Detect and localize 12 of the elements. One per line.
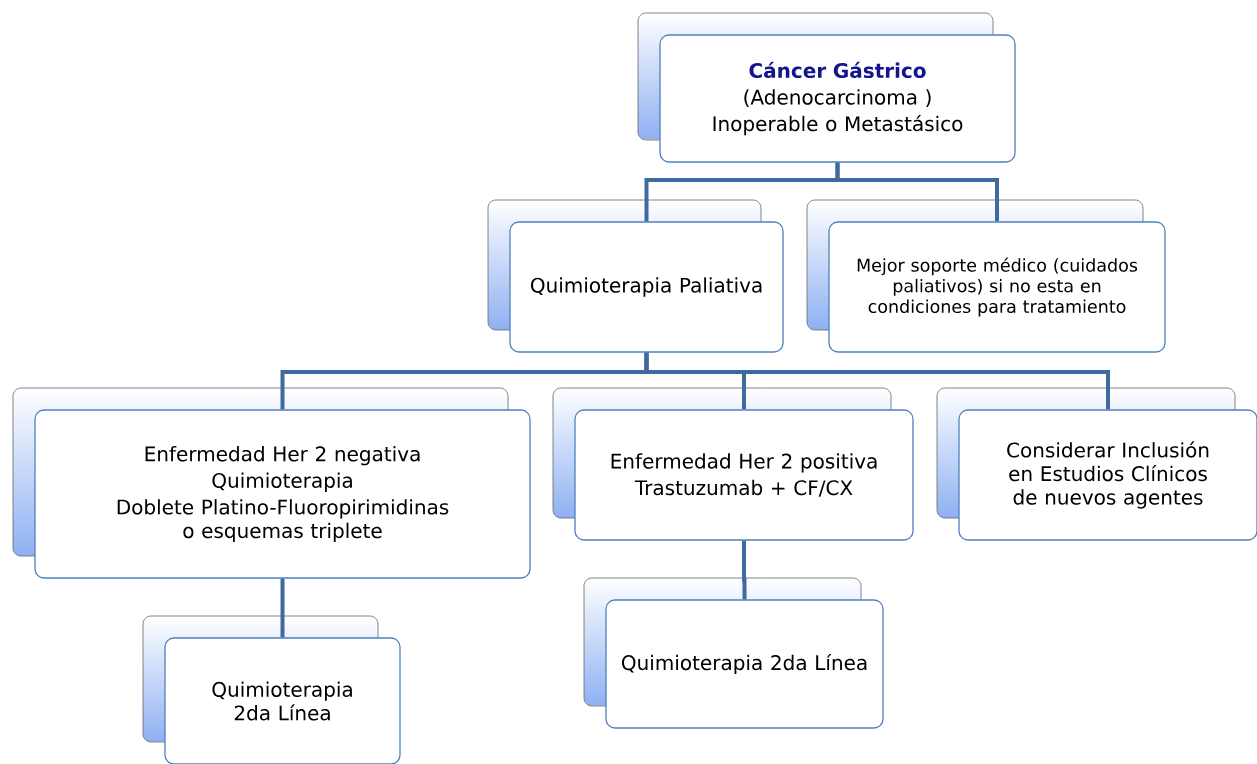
process-box: Considerar Inclusión en Estudios Clínicos de nuevos agentes xyxy=(958,409,1257,541)
process-box: Enfermedad Her 2 negativa Quimioterapia Doblete Platino-Fluoropirimidinas o esquemas triplete xyxy=(34,409,531,579)
process-box: Mejor soporte médico (cuidados paliativos) si no esta en condiciones para tratamiento xyxy=(828,221,1166,353)
process-box: Quimioterapia 2da Línea xyxy=(164,637,401,764)
process-box: Quimioterapia Paliativa xyxy=(509,221,784,353)
process-box: Enfermedad Her 2 positiva Trastuzumab + CF/CX xyxy=(574,409,914,541)
connector-line xyxy=(644,352,1110,410)
connector-line xyxy=(280,578,285,638)
connector-line xyxy=(835,162,999,222)
connector-line xyxy=(742,540,747,600)
process-box: Cáncer Gástrico (Adenocarcinoma ) Inoperable o Metastásico xyxy=(659,34,1016,163)
process-box: Quimioterapia 2da Línea xyxy=(605,599,884,729)
